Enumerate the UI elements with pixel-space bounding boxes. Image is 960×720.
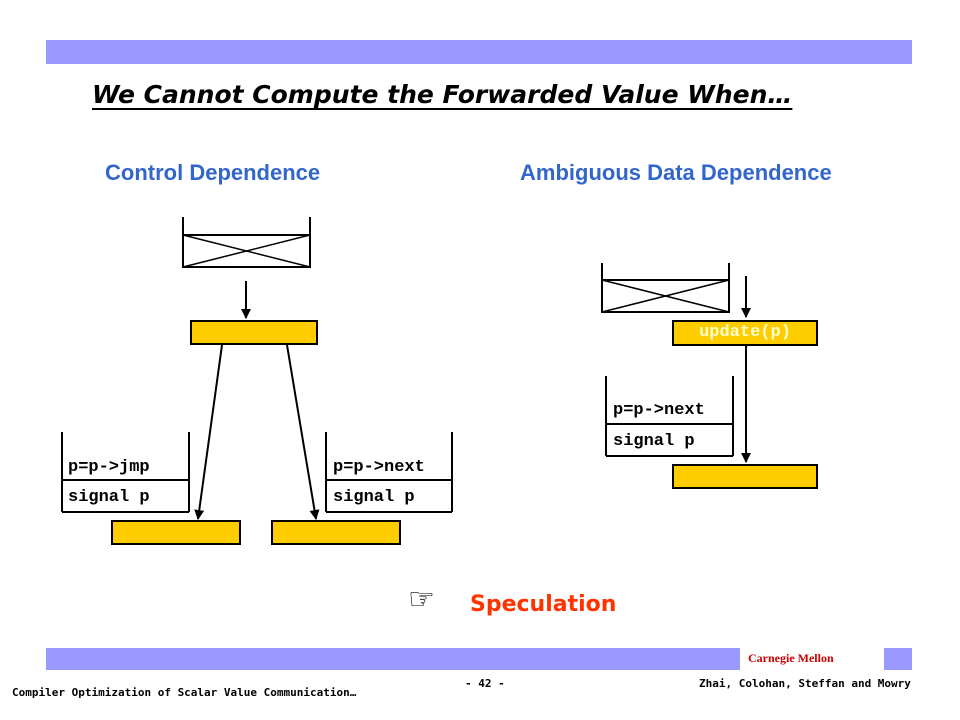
slide-title: We Cannot Compute the Forwarded Value Wh… [92,80,793,109]
left-bottom-left-yellow-box [111,520,241,545]
bottom-banner-bar-right [884,648,912,670]
ambiguous-data-dependence-heading: Ambiguous Data Dependence [520,160,832,185]
footer-left-text: Compiler Optimization of Scalar Value Co… [12,686,357,699]
institution-label: Carnegie Mellon [748,651,834,665]
speculation-label: Speculation [470,592,617,617]
right-panel-code-block-bracket [605,376,734,457]
right-bottom-yellow-box [672,464,818,489]
left-crossed-box [182,217,311,268]
left-code-block-bracket [61,432,190,513]
top-banner-bar [46,40,912,64]
right-code-line1: p=p->next [333,458,425,477]
control-dependence-heading: Control Dependence [105,160,321,185]
right-panel-code-line1: p=p->next [613,401,705,420]
pointing-hand-icon: ☞ [408,582,435,617]
right-branch-arrow [286,344,320,520]
right-code-line2: signal p [333,488,415,507]
left-bottom-right-yellow-box [271,520,401,545]
footer-right-text: Zhai, Colohan, Steffan and Mowry [699,677,911,690]
update-p-box: update(p) [672,320,818,346]
page-number: - 42 - [465,677,505,690]
right-code-block-bracket [325,432,453,513]
right-crossed-box [601,263,730,313]
left-code-line1: p=p->jmp [68,458,150,477]
left-branch-arrow [194,344,223,520]
left-top-yellow-box [190,320,318,345]
bottom-banner-bar-left [46,648,740,670]
right-panel-code-line2: signal p [613,432,695,451]
left-code-line2: signal p [68,488,150,507]
